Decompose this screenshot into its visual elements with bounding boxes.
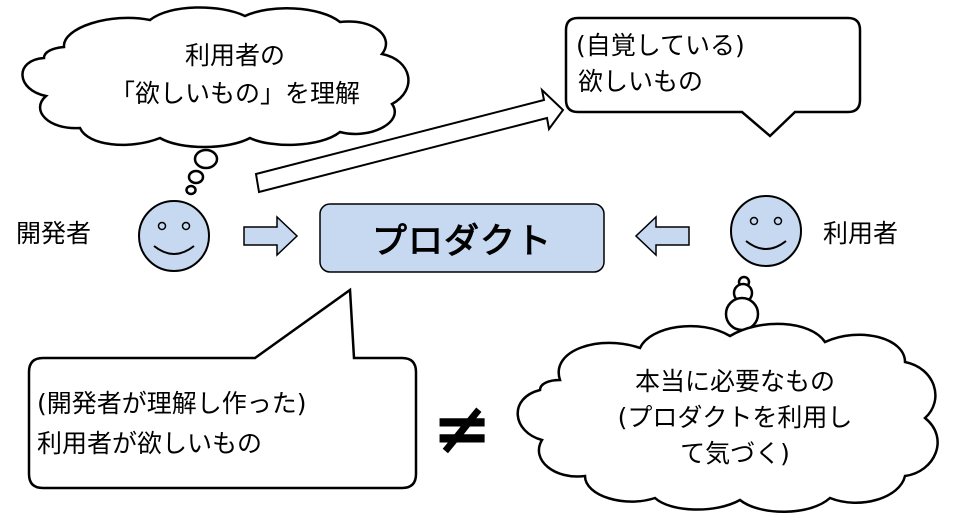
developer-understood-line-1: (開発者が理解し作った): [37, 389, 307, 418]
developer-understood-line-2: 利用者が欲しいもの: [37, 429, 263, 458]
developer-understood-speech-bubble: [27, 287, 418, 490]
arrow-developer-to-product: [243, 215, 299, 257]
thought-bubble-dot-small: [185, 184, 197, 196]
product-box: [319, 203, 605, 273]
developer-thought-cloud: [21, 6, 410, 149]
developer-smiley-face: [138, 200, 210, 272]
conscious-wants-line-1: (自覚している): [576, 31, 745, 60]
thought-bubble-dot-large: [193, 148, 219, 170]
developer-label: 開発者: [16, 219, 92, 248]
arrow-user-to-product: [634, 215, 690, 257]
thought-bubble-dot-medium: [187, 169, 205, 185]
not-equal-symbol: ≠: [432, 386, 493, 470]
product-label: プロダクト: [371, 221, 552, 262]
conscious-wants-line-2: 欲しいもの: [578, 67, 704, 96]
developer-thought-line-1: 利用者の: [184, 41, 285, 70]
real-need-line-2: (プロダクトを利用し: [617, 403, 853, 432]
user-label: 利用者: [823, 219, 899, 248]
conscious-wants-speech-bubble: [564, 16, 862, 138]
real-need-line-3: て気づく): [680, 439, 790, 468]
long-arrow: [254, 87, 565, 194]
user-smiley-face: [730, 195, 802, 267]
thought-bubble-dot-large: [724, 296, 760, 332]
developer-thought-line-2: 「欲しいもの」を理解: [109, 79, 360, 108]
real-need-line-1: 本当に必要なもの: [634, 367, 835, 396]
real-need-thought-cloud: [516, 322, 939, 513]
